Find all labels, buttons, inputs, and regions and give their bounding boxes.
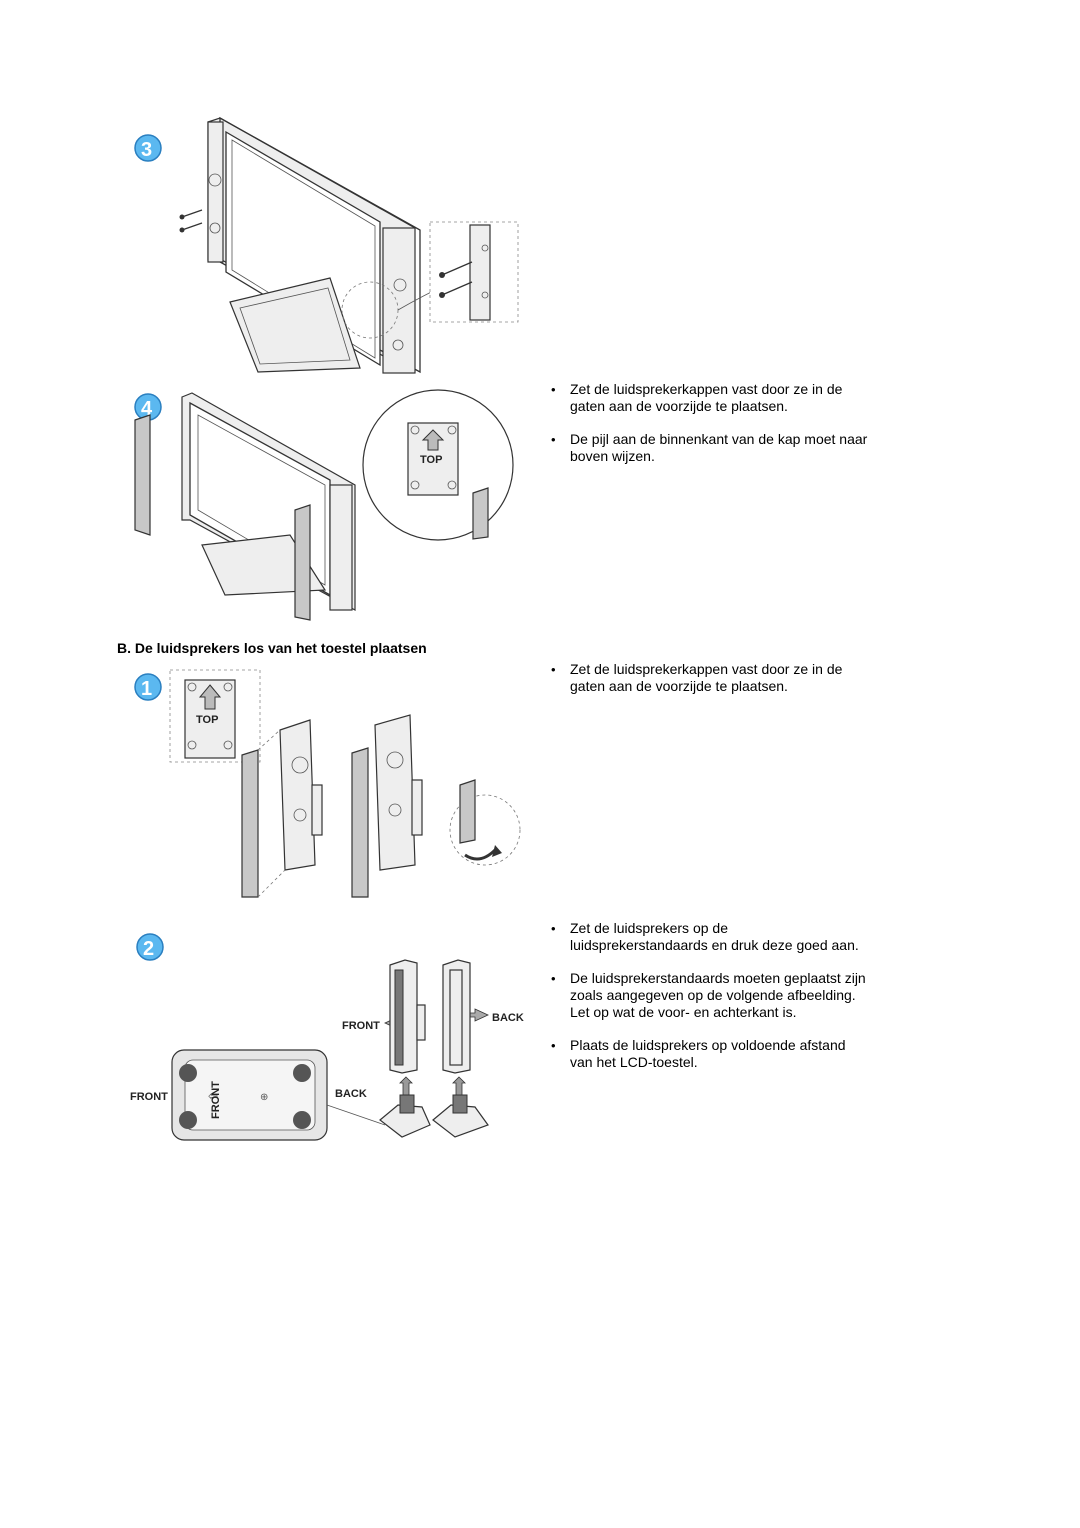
zoom-detail-cap-fit: [449, 779, 521, 866]
section-b-heading: B. De luidsprekers los van het toestel p…: [117, 640, 427, 656]
monitor-illustration: [181, 392, 356, 612]
arrow-left-icon: ⇦: [208, 1089, 218, 1103]
top-label: TOP: [420, 454, 442, 466]
speaker-front-view: [379, 959, 431, 1138]
arrow-up-icon: [452, 1076, 466, 1096]
step-badge-b1: [134, 673, 162, 701]
back-label: BACK: [492, 1012, 524, 1024]
list-item: De pijl aan de binnenkant van de kap moe…: [548, 431, 868, 465]
speaker-unit-left: [241, 719, 323, 898]
zoom-detail-screws: [341, 221, 519, 339]
list-item: Zet de luidsprekerkappen vast door ze in…: [548, 381, 868, 415]
step-number-3: 3: [141, 139, 152, 161]
speaker-back-view: [432, 959, 489, 1138]
speaker-cap-right: [294, 504, 311, 621]
arrow-up-icon: [399, 1076, 413, 1096]
speaker-unit-right: [351, 714, 423, 898]
step-number-b2: 2: [143, 938, 154, 960]
speaker-cap-left: [134, 414, 151, 536]
screw-hole-icon: ⊕: [260, 1092, 268, 1103]
list-item: De luidsprekerstandaards moeten geplaats…: [548, 970, 868, 1021]
figure-step-4: 4 TOP: [130, 385, 530, 625]
section-a-instructions: Zet de luidsprekerkappen vast door ze in…: [548, 381, 868, 481]
figure-step-3: 3: [130, 110, 530, 375]
section-b-instructions-2: Zet de luidsprekers op de luidsprekersta…: [548, 920, 868, 1087]
section-b-instructions-1: Zet de luidsprekerkappen vast door ze in…: [548, 661, 868, 711]
list-item: Plaats de luidsprekers op voldoende afst…: [548, 1037, 868, 1071]
base-front-label: FRONT: [130, 1091, 168, 1103]
base-side-label: FRONT: [210, 1081, 222, 1119]
zoom-detail-top-arrow: TOP: [169, 669, 261, 763]
step-number-b1: 1: [141, 678, 152, 700]
zoom-detail-top-arrow: TOP: [362, 389, 514, 541]
figure-step-b2: 2 ⇦ ⊕ FRONT FRONT BACK FRONT BACK: [130, 925, 530, 1150]
monitor-illustration: [207, 116, 421, 374]
top-label: TOP: [196, 714, 218, 726]
figure-step-b1: 1 TOP: [130, 665, 530, 905]
list-item: Zet de luidsprekerkappen vast door ze in…: [548, 661, 868, 695]
stand-base-underside: ⇦ ⊕ FRONT: [171, 1049, 328, 1141]
step-badge-3: [134, 134, 162, 162]
screw-icon: [179, 209, 203, 233]
base-back-label: BACK: [335, 1088, 367, 1100]
list-item: Zet de luidsprekers op de luidsprekersta…: [548, 920, 868, 954]
front-label: FRONT: [342, 1020, 380, 1032]
step-badge-b2: [136, 933, 164, 961]
